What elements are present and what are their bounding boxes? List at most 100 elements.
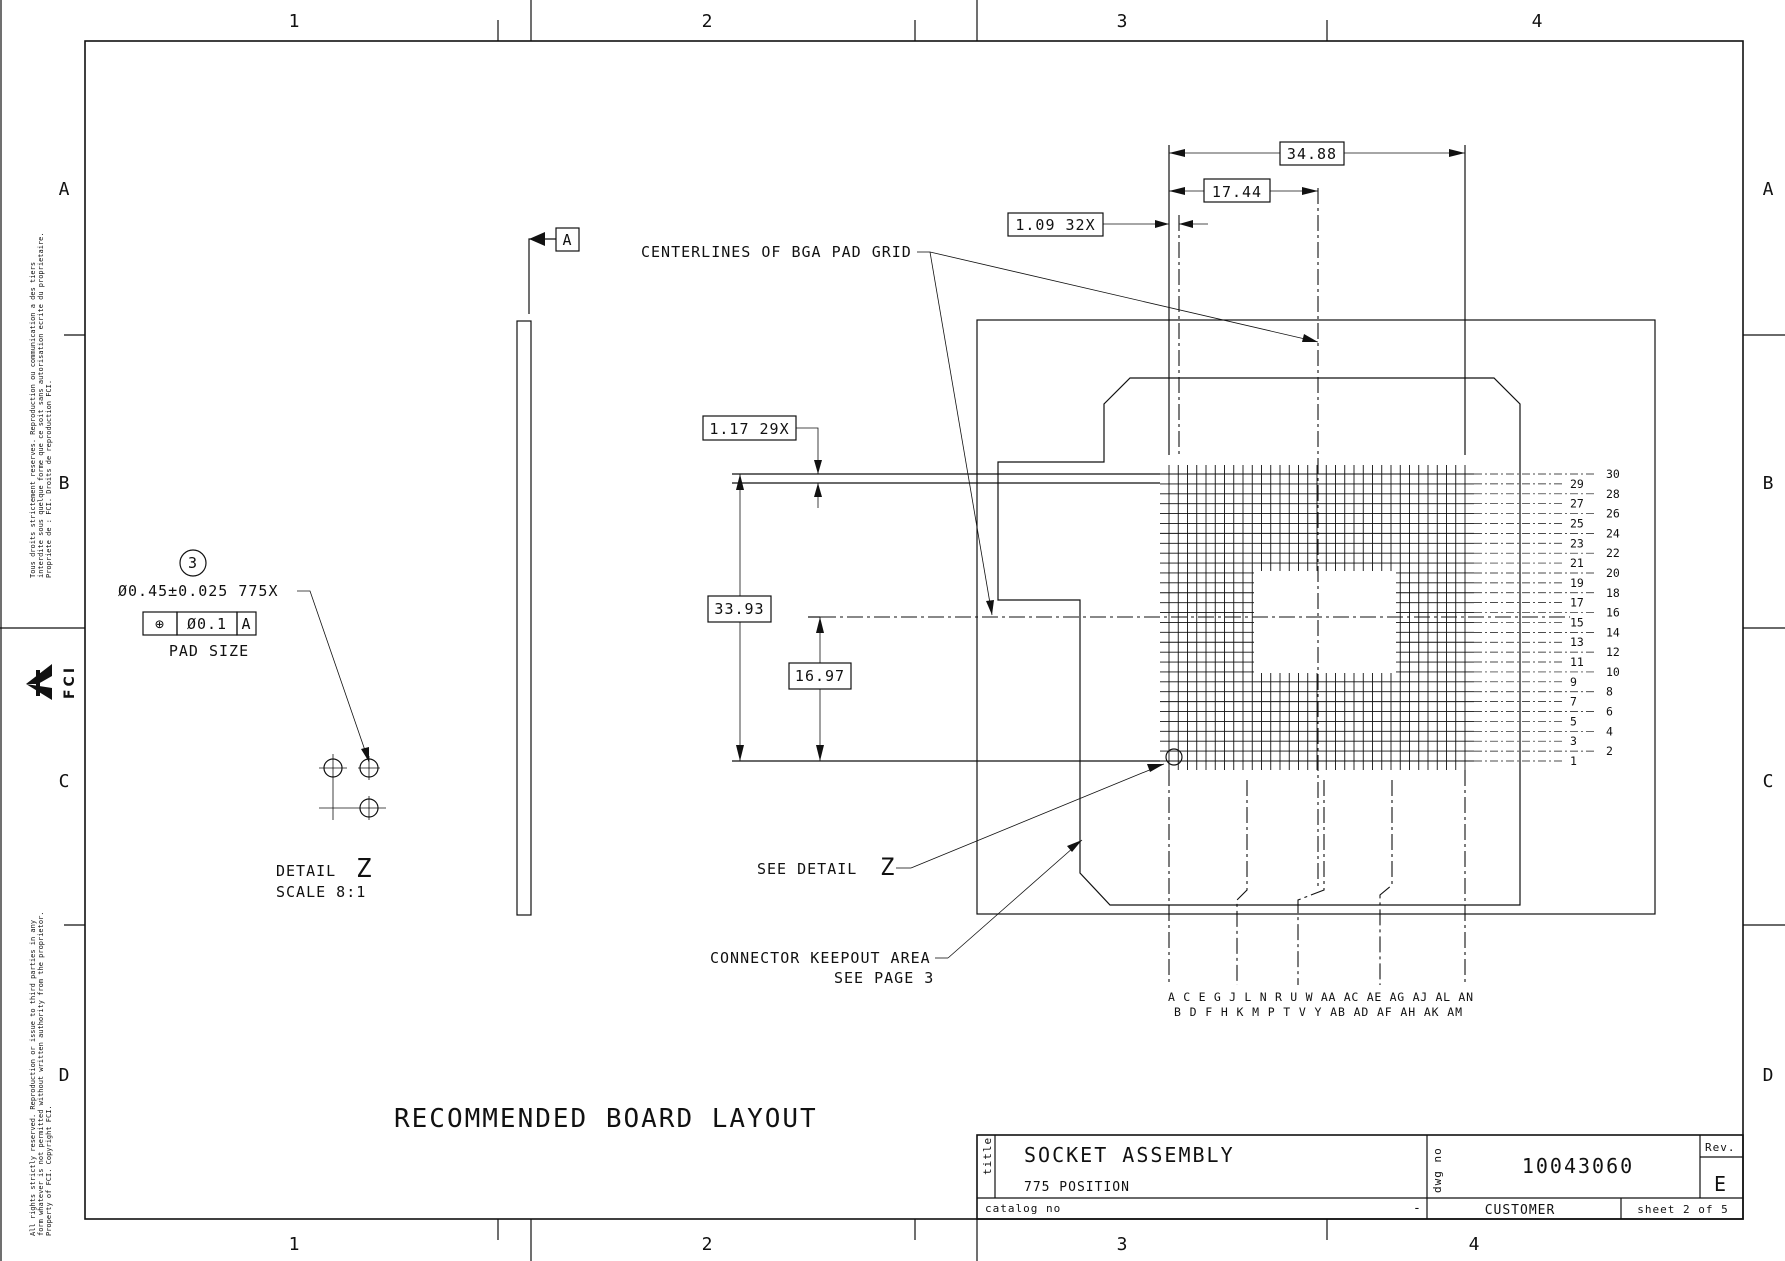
- callout-keepout: CONNECTOR KEEPOUT AREA SEE PAGE 3: [710, 839, 1083, 987]
- zone-col-3-bottom: 3: [1117, 1234, 1128, 1255]
- tb-customer: CUSTOMER: [1485, 1203, 1556, 1218]
- detail-z: DETAIL Z SCALE 8:1: [276, 754, 386, 901]
- row-label-26: 26: [1606, 507, 1620, 521]
- side-view-board: [516, 320, 532, 916]
- callout-keepout-line-1: CONNECTOR KEEPOUT AREA: [710, 949, 931, 967]
- note-balloon: [179, 549, 207, 577]
- pad-tolerance-symbol: ⊕: [155, 615, 165, 633]
- zone-col-2-bottom: 2: [702, 1234, 713, 1255]
- zone-col-4-top: 4: [1532, 11, 1543, 32]
- legal-notice-top: Tous droits strictement reserves. Reprod…: [29, 232, 53, 578]
- dim-col-pitch-value: 1.09 32X: [1015, 216, 1095, 234]
- row-label-27: 27: [1570, 497, 1584, 511]
- row-label-17: 17: [1570, 596, 1584, 610]
- dim-row-pitch: 1.17 29X: [702, 415, 822, 508]
- dim-width-full: 34.88: [1169, 141, 1465, 166]
- row-label-5: 5: [1570, 714, 1577, 728]
- bga-pad-grid: [1160, 465, 1597, 770]
- title-block: title SOCKET ASSEMBLY 775 POSITION catal…: [976, 1134, 1744, 1220]
- tb-rev-label: Rev.: [1705, 1141, 1736, 1154]
- detail-z-marker: [1165, 748, 1183, 766]
- side-view: A: [516, 227, 580, 916]
- legal-top-line-3: Propriete de : FCI. Droits de reproducti…: [45, 380, 53, 578]
- zone-row-b-left: B: [59, 473, 70, 494]
- row-label-30: 30: [1606, 467, 1620, 481]
- legal-bottom-line-1: All rights strictly reserved. Reproducti…: [29, 920, 37, 1236]
- row-label-3: 3: [1570, 734, 1577, 748]
- note-balloon-number: 3: [188, 554, 198, 572]
- pad-tolerance-value: Ø0.1: [187, 615, 227, 633]
- row-label-13: 13: [1570, 635, 1584, 649]
- row-label-12: 12: [1606, 645, 1620, 659]
- callout-see-detail: SEE DETAIL Z: [757, 748, 1183, 881]
- dim-width-half: 17.44: [1169, 178, 1318, 203]
- datum-a-label: A: [562, 231, 572, 249]
- view-title: RECOMMENDED BOARD LAYOUT: [394, 1104, 818, 1134]
- callout-centerlines-text: CENTERLINES OF BGA PAD GRID: [641, 243, 912, 261]
- row-label-19: 19: [1570, 576, 1584, 590]
- tb-title: SOCKET ASSEMBLY: [1024, 1143, 1235, 1167]
- legal-notice-bottom: All rights strictly reserved. Reproducti…: [29, 911, 53, 1236]
- row-label-25: 25: [1570, 516, 1584, 530]
- row-label-15: 15: [1570, 615, 1584, 629]
- keepout-area: [997, 377, 1521, 906]
- row-labels: 3028262422201816141210864229272523211917…: [1570, 467, 1620, 768]
- tb-sheet: sheet 2 of 5: [1637, 1203, 1728, 1216]
- row-label-6: 6: [1606, 705, 1613, 719]
- pad-size-note: 3 Ø0.45±0.025 775X ⊕ Ø0.1 A PAD SIZE: [118, 549, 370, 763]
- tb-title-label: title: [981, 1137, 994, 1175]
- row-label-7: 7: [1570, 695, 1577, 709]
- dim-width-half-value: 17.44: [1212, 183, 1262, 201]
- zone-row-c-right: C: [1763, 771, 1774, 792]
- column-labels-top: A C E G J L N R U W AA AC AE AG AJ AL AN: [1168, 990, 1473, 1004]
- dim-row-pitch-value: 1.17 29X: [709, 420, 789, 438]
- tb-subtitle: 775 POSITION: [1024, 1180, 1130, 1195]
- row-label-20: 20: [1606, 566, 1620, 580]
- tb-dwg-no: 10043060: [1522, 1154, 1634, 1178]
- zone-row-b-right: B: [1763, 473, 1774, 494]
- row-label-10: 10: [1606, 665, 1620, 679]
- datum-a-box: [555, 227, 580, 252]
- row-label-29: 29: [1570, 477, 1584, 491]
- row-label-8: 8: [1606, 685, 1613, 699]
- detail-pads: [319, 754, 386, 820]
- fci-logo: FCI: [26, 664, 78, 700]
- plan-view: 34.88 17.44 1.09 32X 1.17 29X: [641, 141, 1656, 1019]
- row-label-28: 28: [1606, 487, 1620, 501]
- row-label-16: 16: [1606, 606, 1620, 620]
- zone-row-d-left: D: [59, 1065, 70, 1086]
- column-leaders: [1168, 770, 1466, 985]
- row-label-4: 4: [1606, 724, 1613, 738]
- zone-col-2-top: 2: [702, 11, 713, 32]
- legal-bottom-line-3: Property of FCI. Copyright FCI.: [45, 1105, 53, 1236]
- legal-bottom-line-2: form whatever is not permitted without w…: [37, 911, 45, 1236]
- zone-row-d-right: D: [1763, 1065, 1774, 1086]
- zone-col-3-top: 3: [1117, 11, 1128, 32]
- row-label-22: 22: [1606, 546, 1620, 560]
- callout-keepout-line-2: SEE PAGE 3: [834, 969, 934, 987]
- pad-tolerance-datum: A: [241, 615, 251, 633]
- dim-height-half: 16.97: [788, 617, 852, 761]
- legal-top-line-2: interdite sous quelque forme que ce soit…: [37, 232, 45, 578]
- zone-col-1-top: 1: [289, 11, 300, 32]
- row-label-14: 14: [1606, 625, 1620, 639]
- row-label-2: 2: [1606, 744, 1613, 758]
- dim-width-full-value: 34.88: [1287, 145, 1337, 163]
- callout-centerlines: CENTERLINES OF BGA PAD GRID: [641, 243, 1319, 616]
- row-label-1: 1: [1570, 754, 1577, 768]
- tb-rev: E: [1714, 1172, 1728, 1196]
- detail-z-letter: Z: [356, 854, 372, 884]
- row-label-24: 24: [1606, 526, 1620, 540]
- tb-dwg-label: dwg no: [1431, 1147, 1444, 1193]
- zone-row-c-left: C: [59, 771, 70, 792]
- dim-col-pitch: 1.09 32X: [1007, 212, 1208, 237]
- detail-z-title: DETAIL: [276, 862, 336, 880]
- row-label-18: 18: [1606, 586, 1620, 600]
- legal-top-line-1: Tous droits strictement reserves. Reprod…: [29, 262, 37, 578]
- zone-labels: 1 2 3 4 1 2 3 4 A B C D A B C D: [59, 11, 1774, 1255]
- column-labels-bottom: B D F H K M P T V Y AB AD AF AH AK AM: [1174, 1005, 1462, 1019]
- callout-see-detail-text: SEE DETAIL: [757, 860, 857, 878]
- zone-col-4-bottom: 4: [1469, 1234, 1480, 1255]
